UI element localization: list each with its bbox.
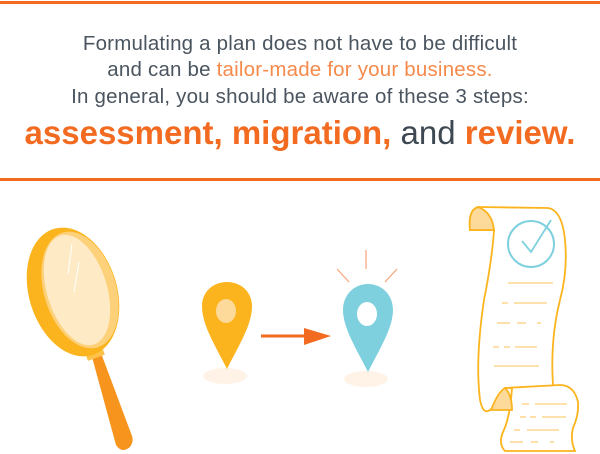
top-divider xyxy=(0,1,600,4)
location-pin-highlighted-icon xyxy=(336,250,398,387)
step-assessment: assessment, xyxy=(24,114,223,151)
step-migration: migration, xyxy=(231,114,392,151)
intro-line-2-prefix: and can be xyxy=(107,58,217,81)
location-pin-icon xyxy=(202,282,252,384)
bottom-divider xyxy=(0,178,600,181)
steps-connector: and xyxy=(400,114,456,151)
steps-heading: assessment, migration, and review. xyxy=(0,114,600,152)
checklist-scroll-icon xyxy=(468,206,580,452)
arrow-right-icon xyxy=(261,328,331,345)
intro-line-1: Formulating a plan does not have to be d… xyxy=(82,32,518,55)
step-review: review. xyxy=(464,114,576,151)
intro-line-2: and can be tailor-made for your business… xyxy=(0,58,600,82)
intro-line-3: In general, you should be aware of these… xyxy=(71,85,529,108)
magnifying-glass-icon xyxy=(26,227,133,451)
intro-highlight: tailor-made for your business. xyxy=(216,58,493,81)
